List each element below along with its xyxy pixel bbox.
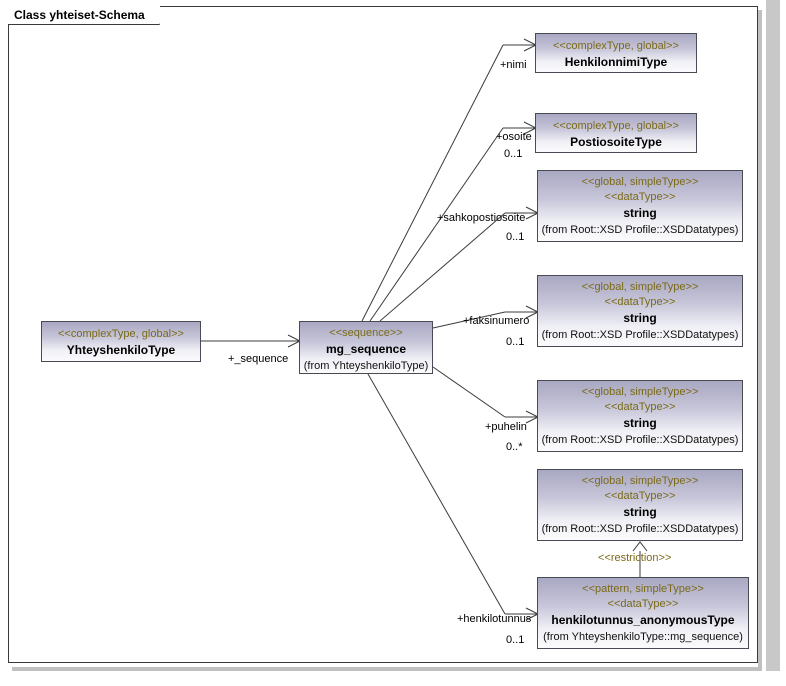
class-stereotype-global-simpletype: <<global, simpleType>> — [581, 386, 699, 398]
class-stereotype-global-simpletype: <<global, simpleType>> — [581, 281, 699, 293]
class-box-henkilotunnus-anonymoustype[interactable]: <<pattern, simpleType>> <<dataType>> hen… — [537, 577, 749, 649]
class-stereotype: <<complexType, global>> — [553, 120, 679, 132]
edge-label-puhelin: +puhelin — [485, 421, 527, 433]
class-box-henkilonnimitype[interactable]: <<complexType, global>> HenkilonnimiType — [535, 33, 697, 73]
edge-label-henkilotunnus: +henkilotunnus — [457, 613, 532, 625]
diagram-title-label: Class yhteiset-Schema — [14, 8, 145, 22]
edge-label-restriction: <<restriction>> — [598, 552, 672, 564]
class-box-yhteyshenkilotype[interactable]: <<complexType, global>> YhteyshenkiloTyp… — [41, 321, 201, 362]
class-name: PostiosoiteType — [570, 135, 662, 149]
class-name: henkilotunnus_anonymousType — [551, 613, 735, 627]
class-box-string-faksinumero[interactable]: <<global, simpleType>> <<dataType>> stri… — [537, 275, 743, 347]
class-name: string — [623, 416, 657, 430]
class-name: mg_sequence — [325, 342, 407, 356]
class-stereotype-datatype: <<dataType>> — [604, 401, 676, 413]
edge-label-sahkopostiosoite: +sahkopostiosoite — [437, 212, 526, 224]
class-origin: (from Root::XSD Profile::XSDDatatypes) — [541, 523, 739, 535]
class-stereotype-datatype: <<dataType>> — [607, 598, 679, 610]
edge-mult-osoite: 0..1 — [504, 148, 523, 160]
edge-label-nimi: +nimi — [500, 59, 527, 71]
edge-label-sequence: +_sequence — [228, 353, 289, 365]
class-box-postiosoitetype[interactable]: <<complexType, global>> PostiosoiteType — [535, 113, 697, 153]
diagram-shadow-right — [758, 10, 762, 667]
class-origin: (from Root::XSD Profile::XSDDatatypes) — [541, 434, 739, 446]
vertical-scrollbar-track[interactable] — [766, 0, 780, 671]
class-origin: (from Root::XSD Profile::XSDDatatypes) — [541, 329, 739, 341]
diagram-shadow-bottom — [12, 667, 762, 671]
class-stereotype-datatype: <<dataType>> — [604, 490, 676, 502]
edge-mult-henkilotunnus: 0..1 — [506, 634, 525, 646]
class-stereotype-global-simpletype: <<global, simpleType>> — [581, 475, 699, 487]
class-box-string-sahkopostiosoite[interactable]: <<global, simpleType>> <<dataType>> stri… — [537, 170, 743, 242]
class-stereotype: <<complexType, global>> — [58, 328, 184, 340]
tab-corner-fold-icon — [149, 5, 160, 25]
class-stereotype-datatype: <<dataType>> — [604, 296, 676, 308]
class-origin: (from Root::XSD Profile::XSDDatatypes) — [541, 224, 739, 236]
class-stereotype-datatype: <<dataType>> — [604, 191, 676, 203]
class-stereotype: <<complexType, global>> — [553, 40, 679, 52]
class-box-string-puhelin[interactable]: <<global, simpleType>> <<dataType>> stri… — [537, 380, 743, 452]
class-origin: (from YhteyshenkiloType) — [303, 360, 429, 372]
edge-label-osoite: +osoite — [496, 131, 532, 143]
class-name: string — [623, 206, 657, 220]
class-name: YhteyshenkiloType — [66, 343, 176, 357]
edge-mult-sahkopostiosoite: 0..1 — [506, 231, 525, 243]
class-stereotype-global-simpletype: <<global, simpleType>> — [581, 176, 699, 188]
class-name: string — [623, 505, 657, 519]
class-stereotype-pattern-simpletype: <<pattern, simpleType>> — [582, 583, 704, 595]
class-name: string — [623, 311, 657, 325]
edge-mult-puhelin: 0..* — [506, 441, 523, 453]
class-name: HenkilonnimiType — [564, 55, 668, 69]
edge-mult-faksinumero: 0..1 — [506, 336, 525, 348]
diagram-title-tab[interactable]: Class yhteiset-Schema — [8, 5, 160, 25]
class-box-mg-sequence[interactable]: <<sequence>> mg_sequence (from Yhteyshen… — [299, 321, 433, 374]
class-origin: (from YhteyshenkiloType::mg_sequence) — [543, 631, 743, 643]
class-stereotype: <<sequence>> — [329, 327, 403, 339]
class-box-string-base[interactable]: <<global, simpleType>> <<dataType>> stri… — [537, 469, 743, 541]
edge-label-faksinumero: +faksinumero — [463, 315, 530, 327]
